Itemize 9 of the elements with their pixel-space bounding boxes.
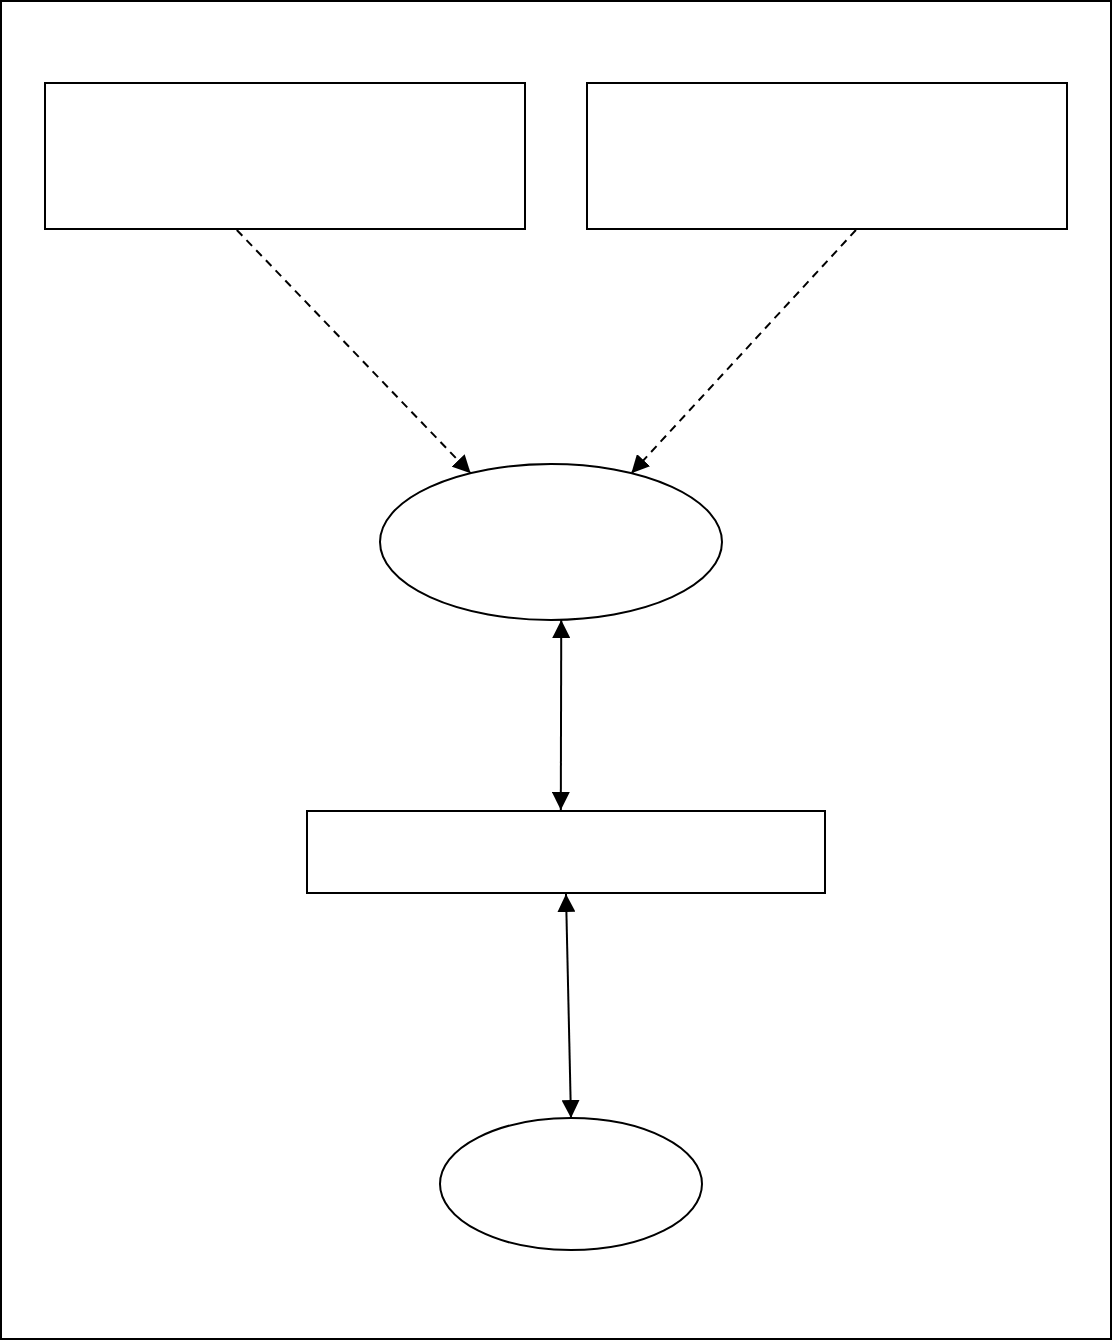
arrow (235, 229, 472, 475)
ellipse-node (379, 463, 723, 621)
arrow (630, 229, 857, 475)
process-box (44, 82, 526, 230)
arrow (557, 893, 580, 1119)
process-box (586, 82, 1068, 230)
ellipse-node (439, 1117, 703, 1251)
arrow (551, 619, 571, 811)
process-box (306, 810, 826, 894)
